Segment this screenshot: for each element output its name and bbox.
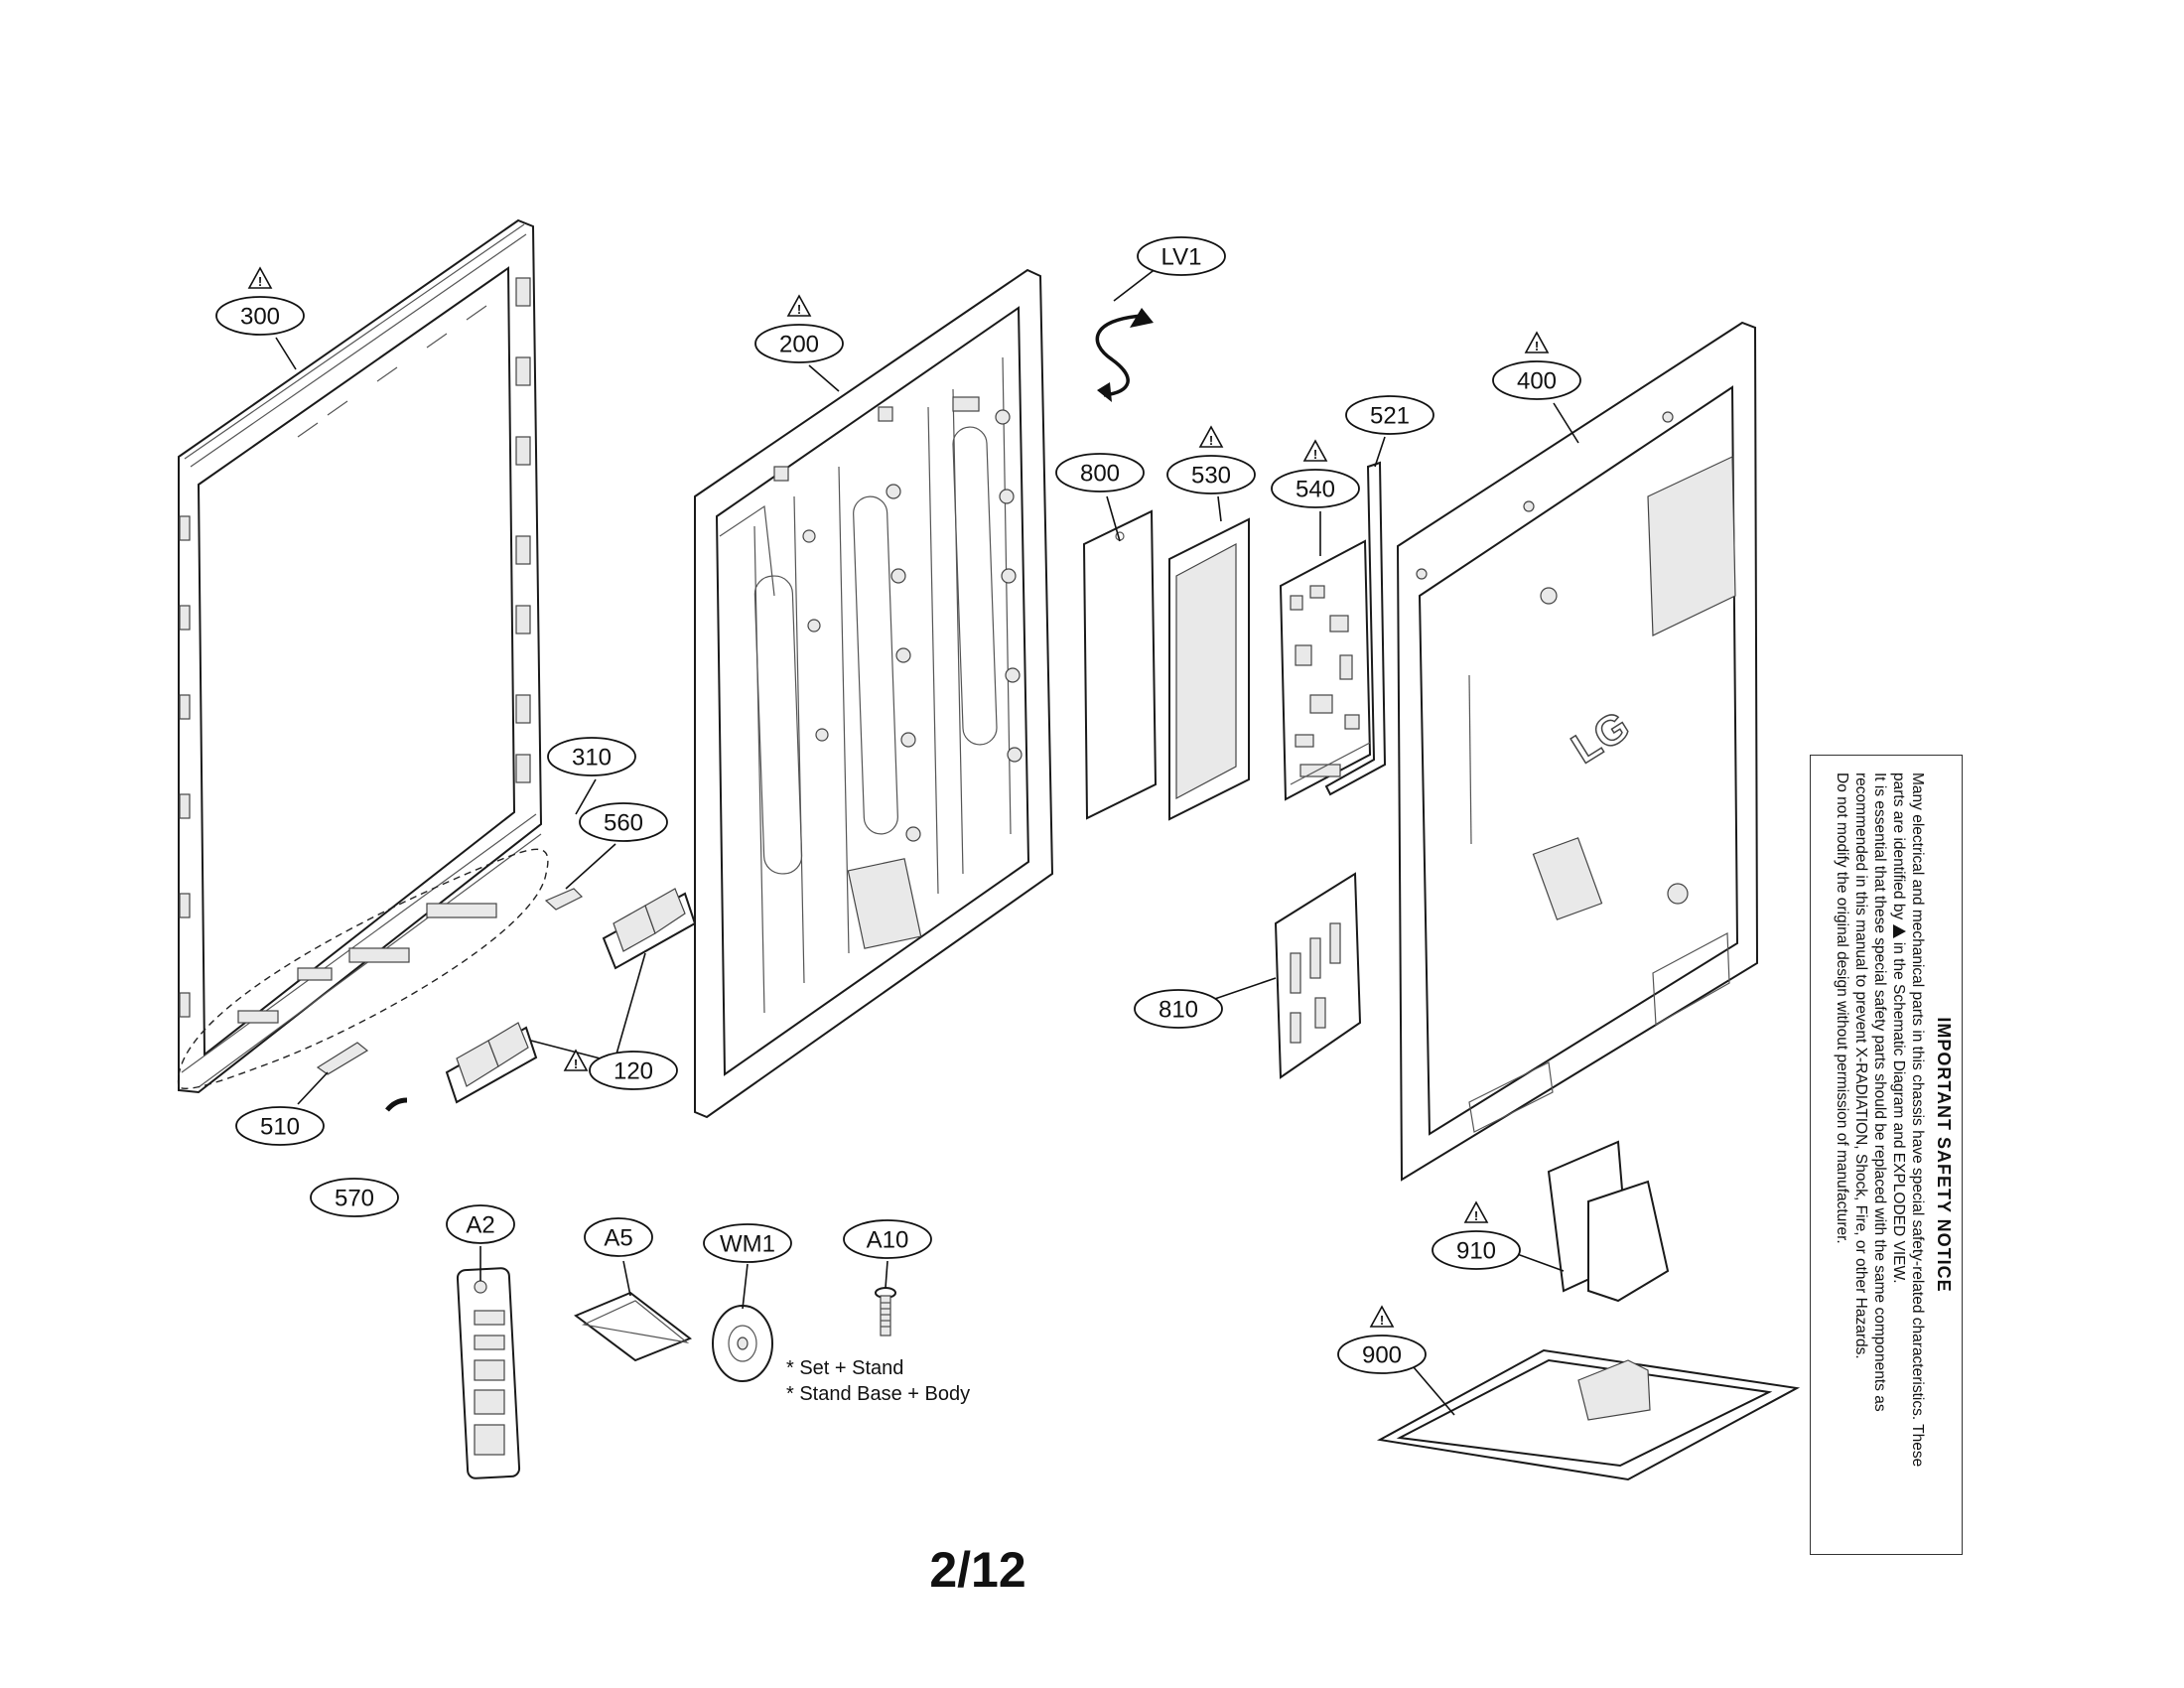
safety-notice-line-3: It is essential that these special safet… — [1871, 773, 1888, 1412]
callout-label: A5 — [604, 1225, 632, 1252]
callout-a2: A2 — [446, 1204, 515, 1244]
board-bracket-part — [1324, 461, 1387, 796]
front-cabinet-part — [178, 218, 543, 1094]
callout-521: 521 — [1345, 395, 1434, 435]
owners-manual-part — [574, 1291, 693, 1362]
callout-570: 570 — [310, 1178, 399, 1217]
warning-triangle-icon: ! — [247, 266, 273, 289]
callout-label: 900 — [1362, 1342, 1402, 1369]
callout-900: 900! — [1337, 1305, 1427, 1374]
callout-label: 300 — [240, 304, 280, 331]
insulation-sheet-part — [1082, 509, 1158, 820]
svg-text:!: ! — [1535, 339, 1539, 353]
screw-part — [875, 1287, 896, 1336]
button-board-part — [544, 888, 584, 911]
callout-lv1: LV1 — [1137, 236, 1226, 276]
callout-120: 120! — [563, 1049, 678, 1090]
main-board-part — [1279, 539, 1372, 801]
callout-400: 400! — [1492, 331, 1581, 400]
callout-label: 400 — [1517, 368, 1557, 395]
callout-510: 510 — [235, 1106, 325, 1146]
back-cover-part: LG — [1396, 321, 1759, 1182]
callout-label: 530 — [1191, 463, 1231, 490]
svg-text:!: ! — [1474, 1208, 1478, 1223]
warning-triangle-icon: ! — [563, 1049, 589, 1071]
rotate-arrow-icon — [1095, 308, 1154, 402]
safety-notice-body: Many electrical and mechanical parts in … — [1833, 773, 1927, 1537]
callout-label: 521 — [1370, 403, 1410, 430]
callout-label: 200 — [779, 332, 819, 358]
callout-a10: A10 — [843, 1219, 932, 1259]
lcd-module-part — [694, 268, 1054, 1119]
wall-mount-disc-part — [712, 1305, 773, 1382]
warning-triangle-icon: ! — [1369, 1305, 1395, 1328]
callout-label: 810 — [1159, 997, 1198, 1024]
svg-text:!: ! — [1380, 1313, 1384, 1328]
cable-part — [385, 1097, 408, 1112]
callout-910: 910! — [1432, 1200, 1521, 1270]
callout-label: A2 — [466, 1212, 494, 1239]
warning-triangle-icon: ! — [1524, 331, 1550, 353]
warning-triangle-icon: ! — [786, 294, 812, 317]
power-board-part — [1168, 517, 1250, 821]
ir-board-part — [316, 1042, 369, 1075]
callout-a5: A5 — [584, 1217, 653, 1257]
page-number: 2/12 — [929, 1542, 1026, 1598]
callout-560: 560 — [579, 802, 668, 842]
callout-label: 310 — [572, 745, 612, 772]
safety-notice-line-2b: in the Schematic Diagram and EXPLODED VI… — [1890, 941, 1907, 1284]
stand-base-part — [1376, 1348, 1801, 1481]
callout-label: 800 — [1080, 461, 1120, 488]
callout-label: 910 — [1456, 1238, 1496, 1265]
safety-notice-box: IMPORTANT SAFETY NOTICE Many electrical … — [1810, 755, 1963, 1555]
screw-note-line-1: * Set + Stand — [786, 1357, 903, 1379]
callout-label: 510 — [260, 1114, 300, 1141]
stand-neck-part — [1547, 1140, 1670, 1303]
svg-text:!: ! — [258, 274, 262, 289]
callout-810: 810 — [1134, 989, 1223, 1029]
callout-label: A10 — [867, 1227, 909, 1254]
callout-540: 540! — [1271, 439, 1360, 508]
screw-note: * Set + Stand * Stand Base + Body — [786, 1357, 970, 1405]
safety-notice-line-1: Many electrical and mechanical parts in … — [1909, 773, 1926, 1468]
svg-text:!: ! — [574, 1056, 578, 1071]
callout-wm1: WM1 — [703, 1223, 792, 1263]
callout-310: 310 — [547, 737, 636, 776]
safety-notice-line-4: recommended in this manual to prevent X-… — [1852, 773, 1869, 1359]
warning-triangle-icon: ! — [1302, 439, 1328, 462]
safety-notice-line-2: parts are identified by in the Schematic… — [1889, 773, 1908, 1537]
screw-note-line-2: * Stand Base + Body — [786, 1383, 970, 1405]
callout-800: 800 — [1055, 453, 1145, 492]
callout-300: 300! — [215, 266, 305, 336]
safety-notice-title: IMPORTANT SAFETY NOTICE — [1934, 1017, 1954, 1293]
safety-notice-content: IMPORTANT SAFETY NOTICE Many electrical … — [1817, 773, 1956, 1537]
callout-200: 200! — [754, 294, 844, 363]
callout-label: 570 — [335, 1186, 374, 1212]
svg-text:!: ! — [1209, 433, 1213, 448]
warning-triangle-icon — [1893, 923, 1906, 938]
callout-label: LV1 — [1161, 244, 1202, 271]
remote-control-part — [456, 1267, 521, 1479]
callout-530: 530! — [1166, 425, 1256, 494]
warning-triangle-icon: ! — [1198, 425, 1224, 448]
svg-text:!: ! — [1313, 447, 1317, 462]
warning-triangle-icon: ! — [1463, 1200, 1489, 1223]
callout-label: WM1 — [720, 1231, 775, 1258]
speaker-left-part — [445, 1022, 538, 1104]
callout-label: 540 — [1296, 477, 1335, 503]
callout-label: 120 — [614, 1058, 653, 1085]
speaker-right-part — [602, 888, 697, 970]
safety-notice-line-2a: parts are identified by — [1890, 773, 1907, 920]
callout-label: 560 — [604, 810, 643, 837]
wall-mount-bracket-part — [1274, 872, 1362, 1079]
safety-notice-line-5: Do not modify the original design withou… — [1834, 773, 1850, 1244]
svg-text:!: ! — [797, 302, 801, 317]
